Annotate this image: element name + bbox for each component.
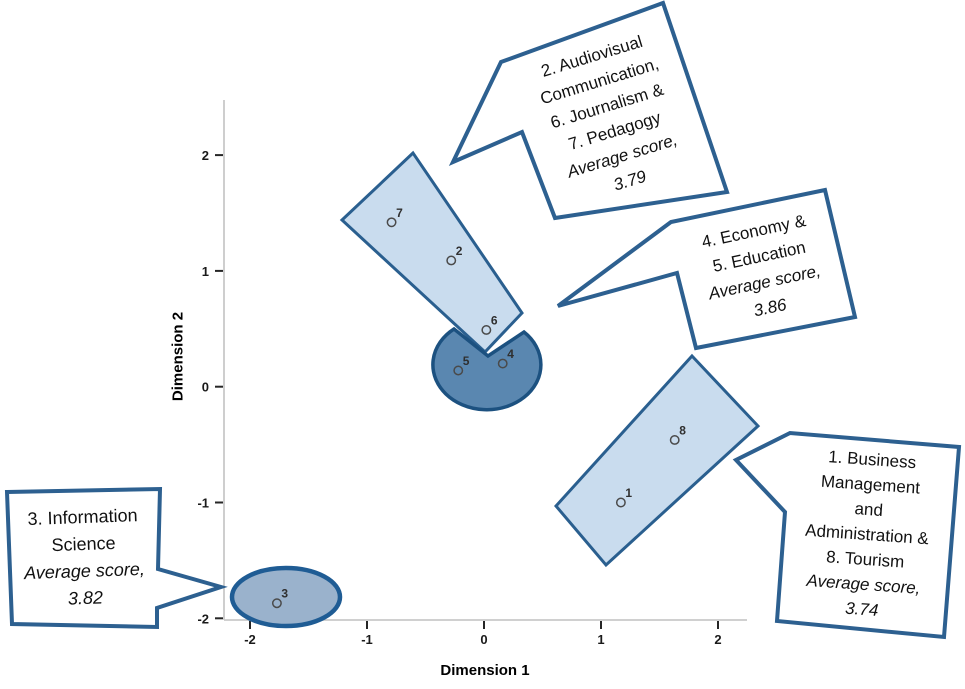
x-axis-title: Dimension 1 (440, 662, 530, 679)
y-tick-label: -1 (197, 496, 209, 511)
data-point-label: 4 (507, 347, 514, 361)
scatter-points: 1 2 3 4 5 6 7 8 (271, 206, 686, 609)
y-tick-label: -2 (197, 611, 209, 626)
x-axis-ticks: -2 -1 0 1 2 (244, 621, 722, 647)
data-point-1 (615, 497, 626, 508)
x-tick-label: 2 (714, 632, 721, 647)
data-point-label: 2 (456, 244, 463, 258)
data-point-label: 8 (679, 423, 686, 437)
data-point-5 (453, 365, 464, 376)
y-tick-label: 2 (202, 148, 209, 163)
callout-bubble-audiovisual (448, 0, 730, 221)
data-point-label: 1 (625, 486, 632, 500)
cluster-shape-business-tourism (554, 353, 761, 568)
data-point-6 (481, 325, 492, 335)
data-point-2 (446, 255, 457, 266)
data-point-label: 6 (491, 313, 498, 327)
callout-average-score-value: 3.82 (67, 587, 104, 609)
data-point-4 (497, 358, 508, 369)
y-axis-title: Dimension 2 (169, 311, 187, 402)
callout-bubble-economy (556, 187, 858, 351)
x-tick-label: 1 (597, 632, 604, 647)
cluster-shape-information-science (229, 565, 343, 629)
cluster-shape-economy-education (431, 326, 543, 412)
data-point-8 (669, 435, 680, 445)
y-tick-label: 1 (202, 264, 209, 279)
data-point-3 (271, 598, 282, 609)
x-tick-label: -2 (244, 632, 256, 647)
callout-bubble-business (732, 430, 962, 640)
data-point-7 (386, 217, 397, 228)
callout-line: 3. Information (27, 505, 138, 529)
x-tick-label: -1 (361, 632, 373, 647)
data-point-label: 5 (463, 354, 470, 368)
callout-average-score-label: Average score, (23, 558, 146, 584)
data-point-label: 7 (396, 206, 403, 220)
callout-information-science: 3. Information Science Average score, 3.… (4, 501, 164, 614)
x-tick-label: 0 (480, 632, 487, 647)
callout-business: 1. Business Management and Administratio… (771, 441, 963, 628)
data-point-label: 3 (281, 587, 288, 601)
callout-bubble-information-science (4, 486, 228, 630)
y-tick-label: 0 (202, 380, 209, 395)
y-axis-ticks: -2 -1 0 1 2 (197, 148, 223, 626)
